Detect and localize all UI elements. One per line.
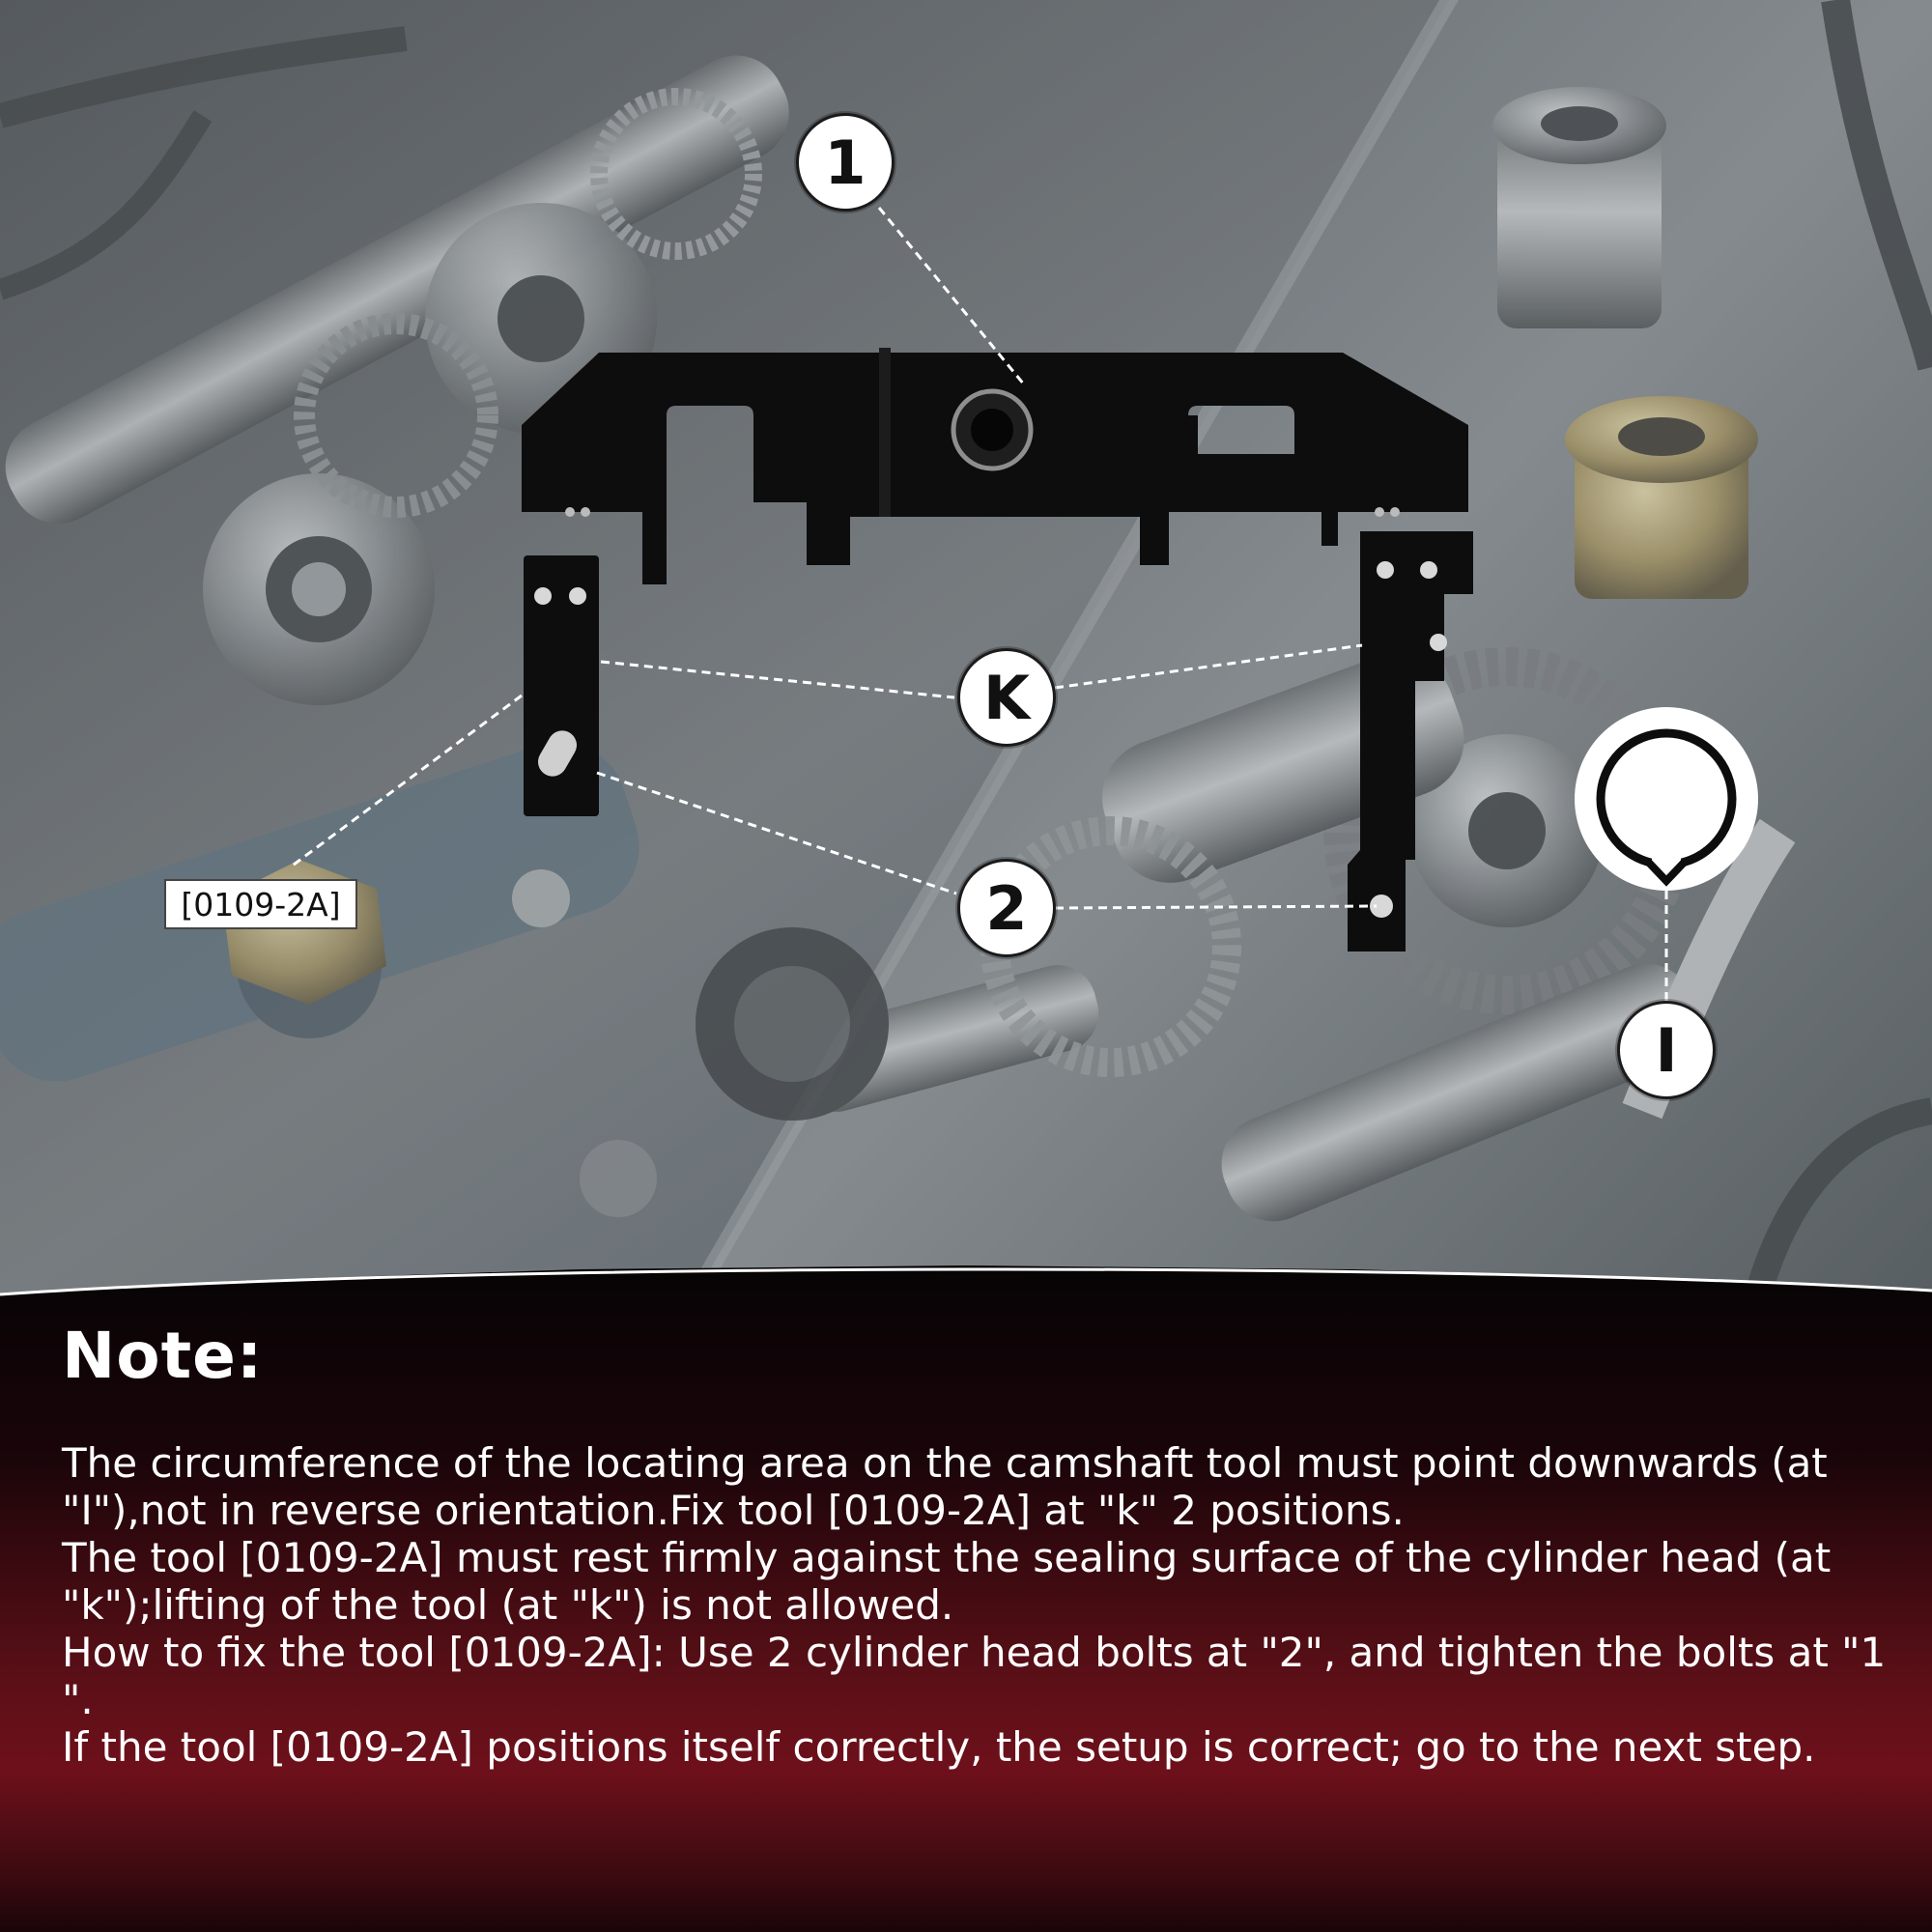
note-paragraph: How to fix the tool [0109-2A]: Use 2 cyl… <box>62 1629 1887 1723</box>
note-body: The circumference of the locating area o… <box>62 1439 1888 1771</box>
callout-k: K <box>957 648 1056 747</box>
part-number-tag: [0109-2A] <box>164 879 357 929</box>
callout-i: I <box>1617 1001 1716 1099</box>
callout-1: 1 <box>796 113 895 212</box>
leader-lines <box>289 207 1668 1005</box>
note-paragraph: The tool [0109-2A] must rest firmly agai… <box>62 1534 1832 1629</box>
note-title: Note: <box>62 1319 264 1393</box>
photo-split-highlight <box>686 0 1459 1294</box>
panel-edge <box>0 1267 1932 1296</box>
camshaft-locking-tool-icon <box>522 348 1468 584</box>
tool-bracket-right-icon <box>1348 531 1473 952</box>
locating-ring-icon <box>1575 707 1758 891</box>
tool-bracket-left-icon <box>524 555 599 816</box>
note-paragraph: If the tool [0109-2A] positions itself c… <box>62 1723 1816 1771</box>
note-panel <box>0 1265 1932 1932</box>
engine-photo <box>0 0 1932 1294</box>
note-paragraph: The circumference of the locating area o… <box>62 1439 1828 1534</box>
callout-2: 2 <box>957 859 1056 957</box>
photo-haze <box>0 0 1932 1294</box>
